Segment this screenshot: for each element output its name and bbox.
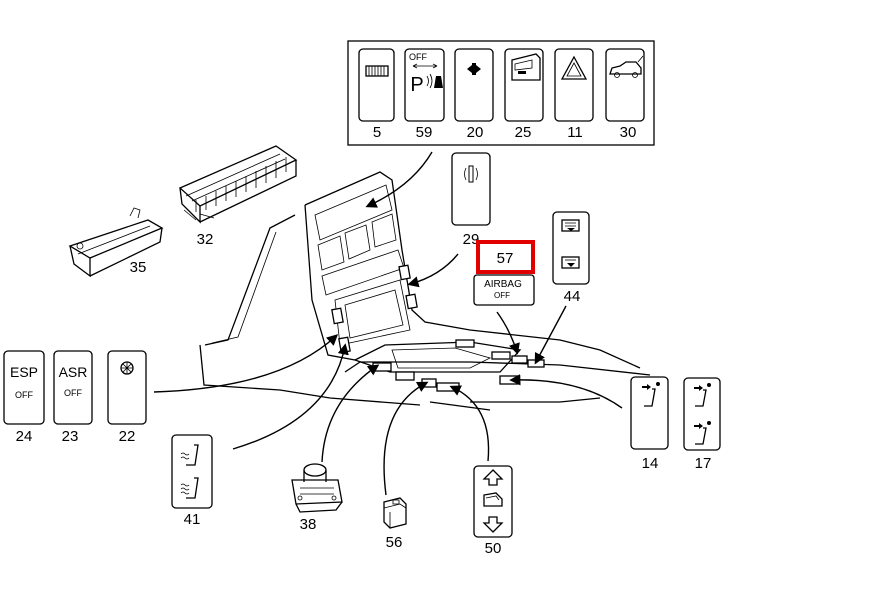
esp-off-label: OFF bbox=[15, 390, 33, 400]
airbag-off-label: OFF bbox=[494, 291, 510, 300]
seat-heating-icon-bottom bbox=[180, 477, 199, 499]
leader-lines bbox=[153, 151, 623, 496]
asr-label: ASR bbox=[59, 364, 88, 380]
switch-24-esp-off[interactable]: ESP OFF bbox=[3, 350, 45, 425]
seat-adjust-icon-bottom bbox=[694, 421, 711, 445]
callout-5: 5 bbox=[373, 124, 381, 141]
esp-label: ESP bbox=[10, 364, 38, 380]
arrow-down-icon bbox=[482, 516, 504, 533]
callout-29: 29 bbox=[463, 231, 480, 248]
switch-57-airbag-off[interactable]: AIRBAG OFF bbox=[473, 274, 535, 306]
switch-30[interactable] bbox=[605, 48, 645, 122]
switch-50[interactable] bbox=[473, 465, 513, 538]
info-icon bbox=[464, 165, 478, 183]
ventilation-icon bbox=[120, 361, 134, 375]
part-56-connector[interactable] bbox=[383, 497, 407, 529]
parktronic-icon bbox=[426, 73, 443, 89]
callout-57-highlight bbox=[476, 240, 535, 274]
sunshade-up-icon bbox=[561, 219, 580, 232]
switch-25[interactable] bbox=[504, 48, 544, 122]
part-32-carrier[interactable] bbox=[178, 145, 298, 224]
callout-17: 17 bbox=[695, 455, 712, 472]
trunk-icon bbox=[609, 55, 644, 78]
callout-35: 35 bbox=[130, 259, 147, 276]
callout-23: 23 bbox=[62, 428, 79, 445]
switch-59[interactable]: OFF P bbox=[404, 48, 445, 122]
hazard-icon bbox=[560, 55, 588, 80]
rear-defrost-icon bbox=[365, 65, 389, 77]
asr-off-label: OFF bbox=[64, 388, 82, 398]
top-switch-block-frame bbox=[347, 40, 655, 146]
callout-25: 25 bbox=[515, 124, 532, 141]
mirror-adjust-icon bbox=[467, 63, 481, 75]
switch-41[interactable] bbox=[171, 434, 213, 509]
callout-14: 14 bbox=[642, 455, 659, 472]
switch-11[interactable] bbox=[554, 48, 594, 122]
part-35-cover[interactable] bbox=[68, 207, 164, 278]
callout-41: 41 bbox=[184, 511, 201, 528]
callout-32: 32 bbox=[197, 231, 214, 248]
airbag-label: AIRBAG bbox=[484, 279, 522, 290]
parktronic-off-label: OFF bbox=[409, 52, 427, 62]
switch-44[interactable] bbox=[552, 211, 590, 285]
seat-heating-icon-top bbox=[180, 444, 199, 466]
switch-22[interactable] bbox=[107, 350, 147, 425]
switch-23-asr-off[interactable]: ASR OFF bbox=[53, 350, 93, 425]
sunshade-down-icon bbox=[561, 256, 580, 269]
callout-56: 56 bbox=[386, 534, 403, 551]
switch-14[interactable] bbox=[630, 376, 669, 450]
seat-adjust-icon-top bbox=[694, 383, 711, 407]
window-icon bbox=[483, 492, 503, 507]
switch-17[interactable] bbox=[683, 377, 721, 451]
callout-11: 11 bbox=[567, 124, 583, 141]
part-38-rotary-control[interactable] bbox=[291, 463, 343, 513]
callout-20: 20 bbox=[467, 124, 484, 141]
callout-57: 57 bbox=[497, 250, 514, 267]
seat-memory-icon bbox=[642, 382, 660, 407]
callout-59: 59 bbox=[416, 124, 433, 141]
parktronic-p-label: P bbox=[410, 74, 423, 96]
switch-29[interactable] bbox=[451, 152, 491, 226]
callout-44: 44 bbox=[564, 288, 581, 305]
callout-22: 22 bbox=[119, 428, 136, 445]
double-arrow-icon bbox=[412, 63, 438, 69]
callout-50: 50 bbox=[485, 540, 502, 557]
callout-30: 30 bbox=[620, 124, 637, 141]
switch-5[interactable] bbox=[358, 48, 395, 122]
callout-38: 38 bbox=[300, 516, 317, 533]
callout-24: 24 bbox=[16, 428, 33, 445]
switch-20[interactable] bbox=[454, 48, 494, 122]
arrow-up-icon bbox=[482, 469, 504, 486]
door-lock-icon bbox=[511, 53, 541, 81]
